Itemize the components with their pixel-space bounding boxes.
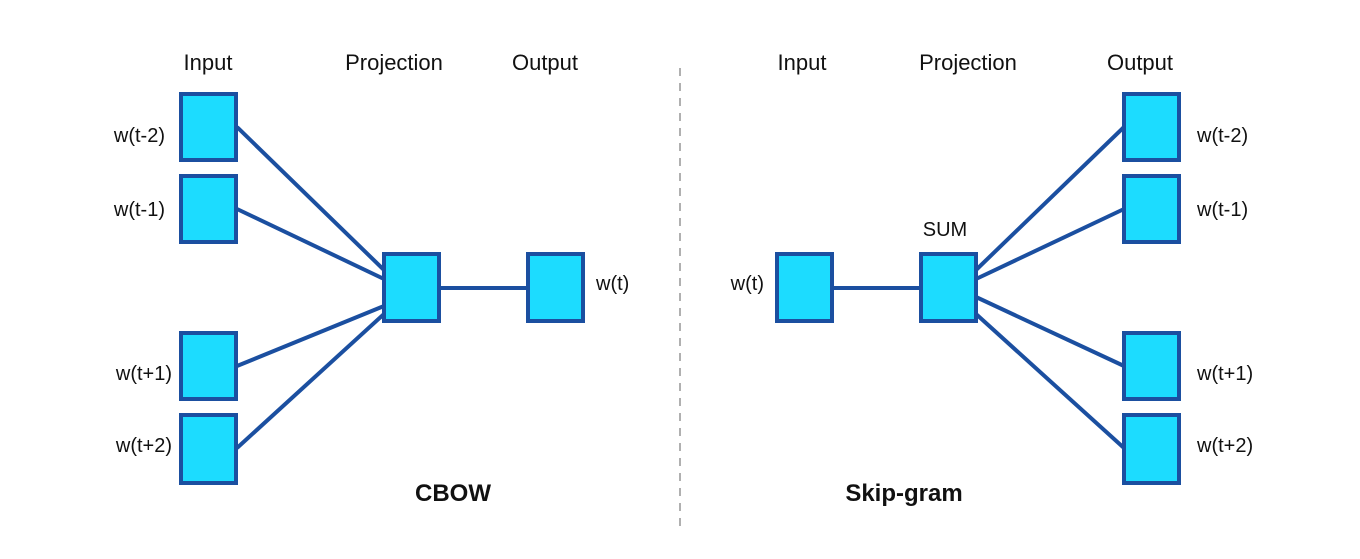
cbow-input-node-1 (179, 92, 238, 162)
cbow-input-label: w(t-1) (113, 199, 165, 221)
cbow-input-label: w(t+2) (115, 435, 172, 457)
cbow-output-header: Output (512, 50, 578, 75)
skipgram-projection-header: Projection (919, 50, 1017, 75)
skipgram-output-label: w(t-2) (1196, 125, 1248, 147)
skipgram-model: Input Projection Output w(t) SUM w(t-2) … (730, 50, 1253, 507)
cbow-input-label: w(t-2) (113, 125, 165, 147)
skipgram-input-node (775, 252, 834, 323)
cbow-projection-header: Projection (345, 50, 443, 75)
skipgram-edge-output-2 (975, 207, 1125, 281)
cbow-input-label: w(t+1) (115, 363, 172, 385)
skipgram-title: Skip-gram (845, 480, 962, 507)
skipgram-output-node-3 (1122, 331, 1181, 401)
cbow-input-node-4 (179, 413, 238, 485)
skipgram-edge-output-3 (975, 295, 1125, 368)
skipgram-projection-node (919, 252, 978, 323)
cbow-output-label: w(t) (595, 273, 629, 295)
skipgram-output-header: Output (1107, 50, 1173, 75)
cbow-edge-input-4 (235, 312, 386, 450)
skipgram-output-label: w(t-1) (1196, 199, 1248, 221)
cbow-output-node (526, 252, 585, 323)
cbow-model: Input Projection Output w(t-2) w(t-1) w(… (113, 50, 629, 507)
cbow-input-node-3 (179, 331, 238, 401)
cbow-projection-node (382, 252, 441, 323)
skipgram-sum-label: SUM (923, 219, 967, 241)
skipgram-edge-output-4 (974, 312, 1126, 450)
skipgram-output-label: w(t+1) (1196, 363, 1253, 385)
cbow-edge-input-3 (236, 304, 385, 368)
cbow-input-node-2 (179, 174, 238, 244)
skipgram-output-node-1 (1122, 92, 1181, 162)
skipgram-input-header: Input (778, 50, 827, 75)
cbow-title: CBOW (415, 480, 491, 507)
cbow-edge-input-2 (236, 207, 385, 281)
cbow-input-header: Input (184, 50, 233, 75)
skipgram-edge-output-1 (974, 125, 1126, 272)
skipgram-output-label: w(t+2) (1196, 435, 1253, 457)
skipgram-output-node-4 (1122, 413, 1181, 485)
cbow-edge-input-1 (235, 125, 386, 272)
skipgram-output-node-2 (1122, 174, 1181, 244)
skipgram-input-label: w(t) (730, 273, 764, 295)
